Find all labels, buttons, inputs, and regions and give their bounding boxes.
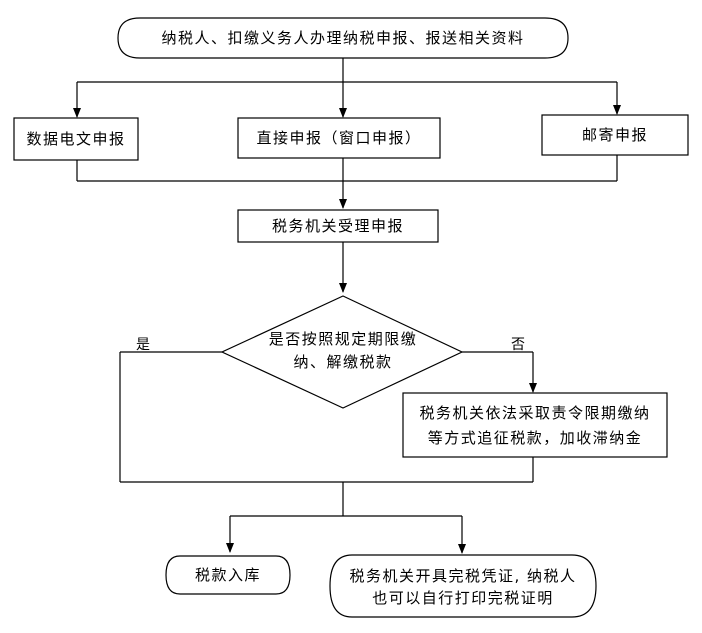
accept-node: 税务机关受理申报 — [237, 209, 439, 243]
start-node: 纳税人、扣缴义务人办理纳税申报、报送相关资料 — [117, 17, 569, 59]
direct-filing-node: 直接申报（窗口申报） — [237, 117, 441, 159]
split-connector — [73, 58, 621, 118]
no-label: 否 — [511, 337, 525, 353]
decision-node: 是否按照规定期限缴 纳、解缴税款 — [220, 295, 464, 409]
e-filing-label: 数据电文申报 — [26, 130, 125, 148]
certificate-node: 税务机关开具完税凭证, 纳税人 也可以自行打印完税证明 — [329, 554, 597, 618]
start-node-label: 纳税人、扣缴义务人办理纳税申报、报送相关资料 — [161, 29, 524, 47]
mail-filing-node: 邮寄申报 — [541, 114, 689, 156]
bottom-merge-connector — [120, 457, 534, 554]
certificate-label-line2: 也可以自行打印完税证明 — [372, 589, 554, 607]
enforce-node: 税务机关依法采取责令限期缴纳 等方式追征税款，加收滞纳金 — [402, 392, 668, 458]
enforce-label-line1: 税务机关依法采取责令限期缴纳 — [419, 404, 650, 422]
direct-filing-label: 直接申报（窗口申报） — [256, 129, 421, 147]
yes-label: 是 — [136, 337, 150, 353]
mail-filing-label: 邮寄申报 — [582, 126, 648, 144]
treasury-node: 税款入库 — [165, 555, 291, 595]
accept-label: 税务机关受理申报 — [272, 217, 404, 235]
treasury-label: 税款入库 — [195, 566, 261, 584]
decision-label-line1: 是否按照规定期限缴 — [269, 330, 418, 348]
certificate-label-line1: 税务机关开具完税凭证, 纳税人 — [349, 567, 576, 585]
merge-connector — [76, 155, 618, 209]
e-filing-node: 数据电文申报 — [13, 117, 139, 161]
no-branch: 否 — [462, 337, 537, 393]
decision-label-line2: 纳、解缴税款 — [293, 353, 392, 371]
yes-branch: 是 — [119, 337, 222, 482]
enforce-label-line2: 等方式追征税款，加收滞纳金 — [428, 429, 643, 447]
